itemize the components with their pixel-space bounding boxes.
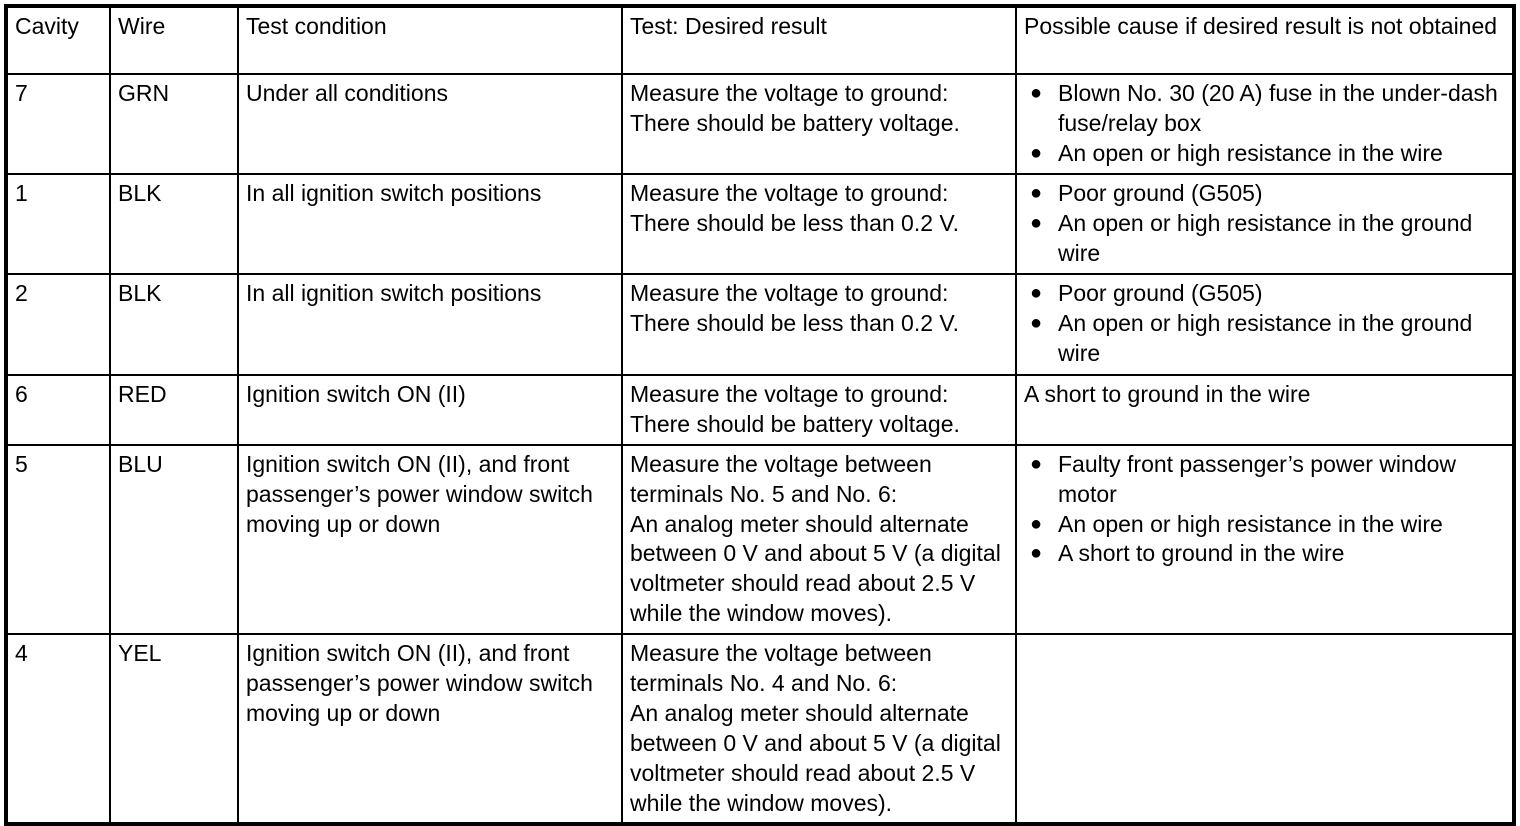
possible-cause-item: ● Poor ground (G505) bbox=[1024, 179, 1506, 209]
possible-cause-text: An open or high resistance in the wire bbox=[1058, 510, 1443, 537]
cell-cavity: 1 bbox=[5, 173, 111, 275]
cell-wire: GRN bbox=[109, 73, 239, 175]
possible-cause-list: ● Poor ground (G505) ● An open or high resi… bbox=[1024, 279, 1506, 369]
bullet-icon: ● bbox=[1030, 311, 1043, 334]
possible-cause-item: ● An open or high resistance in the groun… bbox=[1024, 309, 1506, 369]
cell-test-condition: Ignition switch ON (II), and front passe… bbox=[237, 633, 623, 826]
column-header-cavity: Cavity bbox=[5, 5, 111, 75]
cell-possible-cause bbox=[1015, 633, 1515, 826]
possible-cause-item: ● A short to ground in the wire bbox=[1024, 539, 1506, 569]
bullet-icon: ● bbox=[1030, 182, 1043, 204]
cell-possible-cause: ● Poor ground (G505) ● An open or high resi… bbox=[1015, 273, 1515, 376]
cell-cavity: 7 bbox=[5, 73, 111, 175]
possible-cause-item: ● An open or high resistance in the groun… bbox=[1024, 209, 1506, 269]
possible-cause-list: ● Poor ground (G505) ● An open or high resi… bbox=[1024, 179, 1506, 269]
cell-wire: BLK bbox=[109, 273, 239, 376]
cell-test-desired-result: Measure the voltage to ground: There sho… bbox=[621, 173, 1017, 275]
cell-cavity: 5 bbox=[5, 443, 111, 636]
possible-cause-item: ● An open or high resistance in the wire bbox=[1024, 139, 1506, 169]
cell-cavity: 4 bbox=[5, 633, 111, 826]
cell-test-condition: In all ignition switch positions bbox=[237, 273, 623, 376]
bullet-icon: ● bbox=[1030, 542, 1043, 565]
column-header-test-condition: Test condition bbox=[237, 5, 623, 75]
possible-cause-item: ● Faulty front passenger’s power window m… bbox=[1024, 450, 1506, 510]
cell-wire: BLK bbox=[109, 173, 239, 275]
possible-cause-item: ● An open or high resistance in the wire bbox=[1024, 510, 1506, 540]
possible-cause-text: Blown No. 30 (20 A) fuse in the under-da… bbox=[1058, 80, 1498, 136]
bullet-icon: ● bbox=[1030, 82, 1043, 104]
possible-cause-text: Poor ground (G505) bbox=[1058, 280, 1263, 306]
cell-test-desired-result: Measure the voltage to ground: There sho… bbox=[621, 73, 1017, 175]
possible-cause-item: ● Blown No. 30 (20 A) fuse in the under-d… bbox=[1024, 79, 1506, 139]
cell-wire: BLU bbox=[109, 443, 239, 636]
cell-test-condition: Under all conditions bbox=[237, 73, 623, 175]
cell-test-condition: Ignition switch ON (II), and front passe… bbox=[237, 443, 623, 636]
circuit-test-table: Cavity Wire Test condition Test: Desired… bbox=[4, 4, 1516, 826]
column-header-possible-cause: Possible cause if desired result is not … bbox=[1015, 5, 1515, 75]
column-header-wire: Wire bbox=[109, 5, 239, 75]
possible-cause-list: ● Faulty front passenger’s power window m… bbox=[1024, 450, 1506, 570]
bullet-icon: ● bbox=[1030, 282, 1043, 304]
cell-wire: RED bbox=[109, 374, 239, 446]
cell-possible-cause: ● Blown No. 30 (20 A) fuse in the under-d… bbox=[1015, 73, 1515, 175]
possible-cause-text: An open or high resistance in the ground… bbox=[1058, 309, 1473, 366]
circuit-test-table-container: Cavity Wire Test condition Test: Desired… bbox=[4, 4, 1516, 826]
cell-cavity: 6 bbox=[5, 374, 111, 446]
bullet-icon: ● bbox=[1030, 452, 1043, 475]
possible-cause-text: A short to ground in the wire bbox=[1024, 381, 1311, 407]
cell-possible-cause: A short to ground in the wire bbox=[1015, 374, 1515, 446]
cell-test-desired-result: Measure the voltage between terminals No… bbox=[621, 443, 1017, 636]
table-header: Cavity Wire Test condition Test: Desired… bbox=[5, 5, 1515, 75]
possible-cause-text: Poor ground (G505) bbox=[1058, 180, 1263, 206]
cell-test-desired-result: Measure the voltage to ground: There sho… bbox=[621, 273, 1017, 376]
cell-possible-cause: ● Faulty front passenger’s power window m… bbox=[1015, 443, 1515, 636]
bullet-icon: ● bbox=[1030, 211, 1043, 234]
cell-test-desired-result: Measure the voltage between terminals No… bbox=[621, 633, 1017, 826]
cell-cavity: 2 bbox=[5, 273, 111, 376]
cell-possible-cause: ● Poor ground (G505) ● An open or high resi… bbox=[1015, 173, 1515, 275]
possible-cause-list: ● Blown No. 30 (20 A) fuse in the under-d… bbox=[1024, 79, 1506, 169]
column-header-test-desired-result: Test: Desired result bbox=[621, 5, 1017, 75]
cell-test-condition: Ignition switch ON (II) bbox=[237, 374, 623, 446]
possible-cause-text: A short to ground in the wire bbox=[1058, 540, 1345, 567]
cell-wire: YEL bbox=[109, 633, 239, 826]
cell-test-condition: In all ignition switch positions bbox=[237, 173, 623, 275]
table-header-row: Cavity Wire Test condition Test: Desired… bbox=[5, 5, 1515, 75]
cell-test-desired-result: Measure the voltage to ground: There sho… bbox=[621, 374, 1017, 446]
possible-cause-text: An open or high resistance in the ground… bbox=[1058, 209, 1473, 266]
possible-cause-text: An open or high resistance in the wire bbox=[1058, 139, 1443, 166]
possible-cause-item: ● Poor ground (G505) bbox=[1024, 279, 1506, 309]
bullet-icon: ● bbox=[1030, 141, 1043, 164]
possible-cause-text: Faulty front passenger’s power window mo… bbox=[1058, 450, 1457, 507]
bullet-icon: ● bbox=[1030, 512, 1043, 535]
